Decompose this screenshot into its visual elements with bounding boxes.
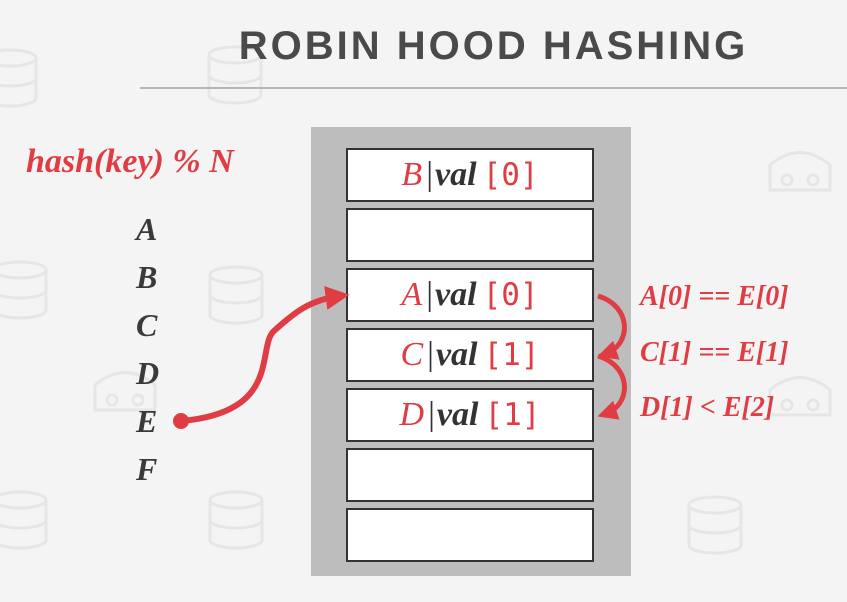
database-icon [687,495,743,555]
hash-table-slot: B|val[0] [346,148,594,202]
slot-value: val [435,336,478,373]
hash-table: B|val[0] A|val[0] C|val[1] D|val[1] [311,127,631,576]
hash-table-slot-empty [346,208,594,262]
slot-separator: | [428,396,435,433]
slot-key: D [399,396,425,433]
hash-table-slot-empty [346,508,594,562]
hash-table-slot: C|val[1] [346,328,594,382]
slot-value: val [435,276,477,313]
slot-separator: | [427,336,434,373]
slot-distance: [1] [483,337,540,373]
slot-separator: | [426,276,434,313]
slot-value: val [435,156,477,193]
key-item: D [136,355,160,391]
key-item: A [136,211,158,247]
key-item: F [136,451,158,487]
comparison-label: D[1] < E[2] [640,392,775,423]
slot-key: C [400,336,424,373]
probe-arrow [597,293,627,360]
database-icon [208,265,264,325]
slot-key: A [401,276,423,313]
insert-arrow [180,286,350,424]
database-icon [207,45,263,105]
database-icon [0,260,48,320]
key-list: A B C D E F [136,208,166,496]
slot-value: val [436,396,479,433]
hash-function-label: hash(key) % N [26,143,234,180]
database-icon [208,490,264,550]
key-item: C [136,307,158,343]
slot-separator: | [426,156,434,193]
slot-key: B [401,156,423,193]
page-title: ROBIN HOOD HASHING [238,24,749,68]
comparison-label: A[0] == E[0] [640,281,789,312]
database-icon [0,490,48,550]
hash-table-slot-empty [346,448,594,502]
slot-distance: [0] [482,157,539,193]
skull-icon [93,371,157,412]
title-divider [140,87,847,89]
key-item: E [136,403,158,439]
probe-arrow [597,353,627,420]
comparison-label: C[1] == E[1] [640,337,789,368]
skull-icon [768,376,832,417]
key-item: B [136,259,158,295]
hash-table-slot: D|val[1] [346,388,594,442]
database-icon [0,48,38,108]
slot-distance: [0] [482,277,539,313]
slot-distance: [1] [484,397,541,433]
skull-icon [768,151,832,192]
hash-table-slot: A|val[0] [346,268,594,322]
